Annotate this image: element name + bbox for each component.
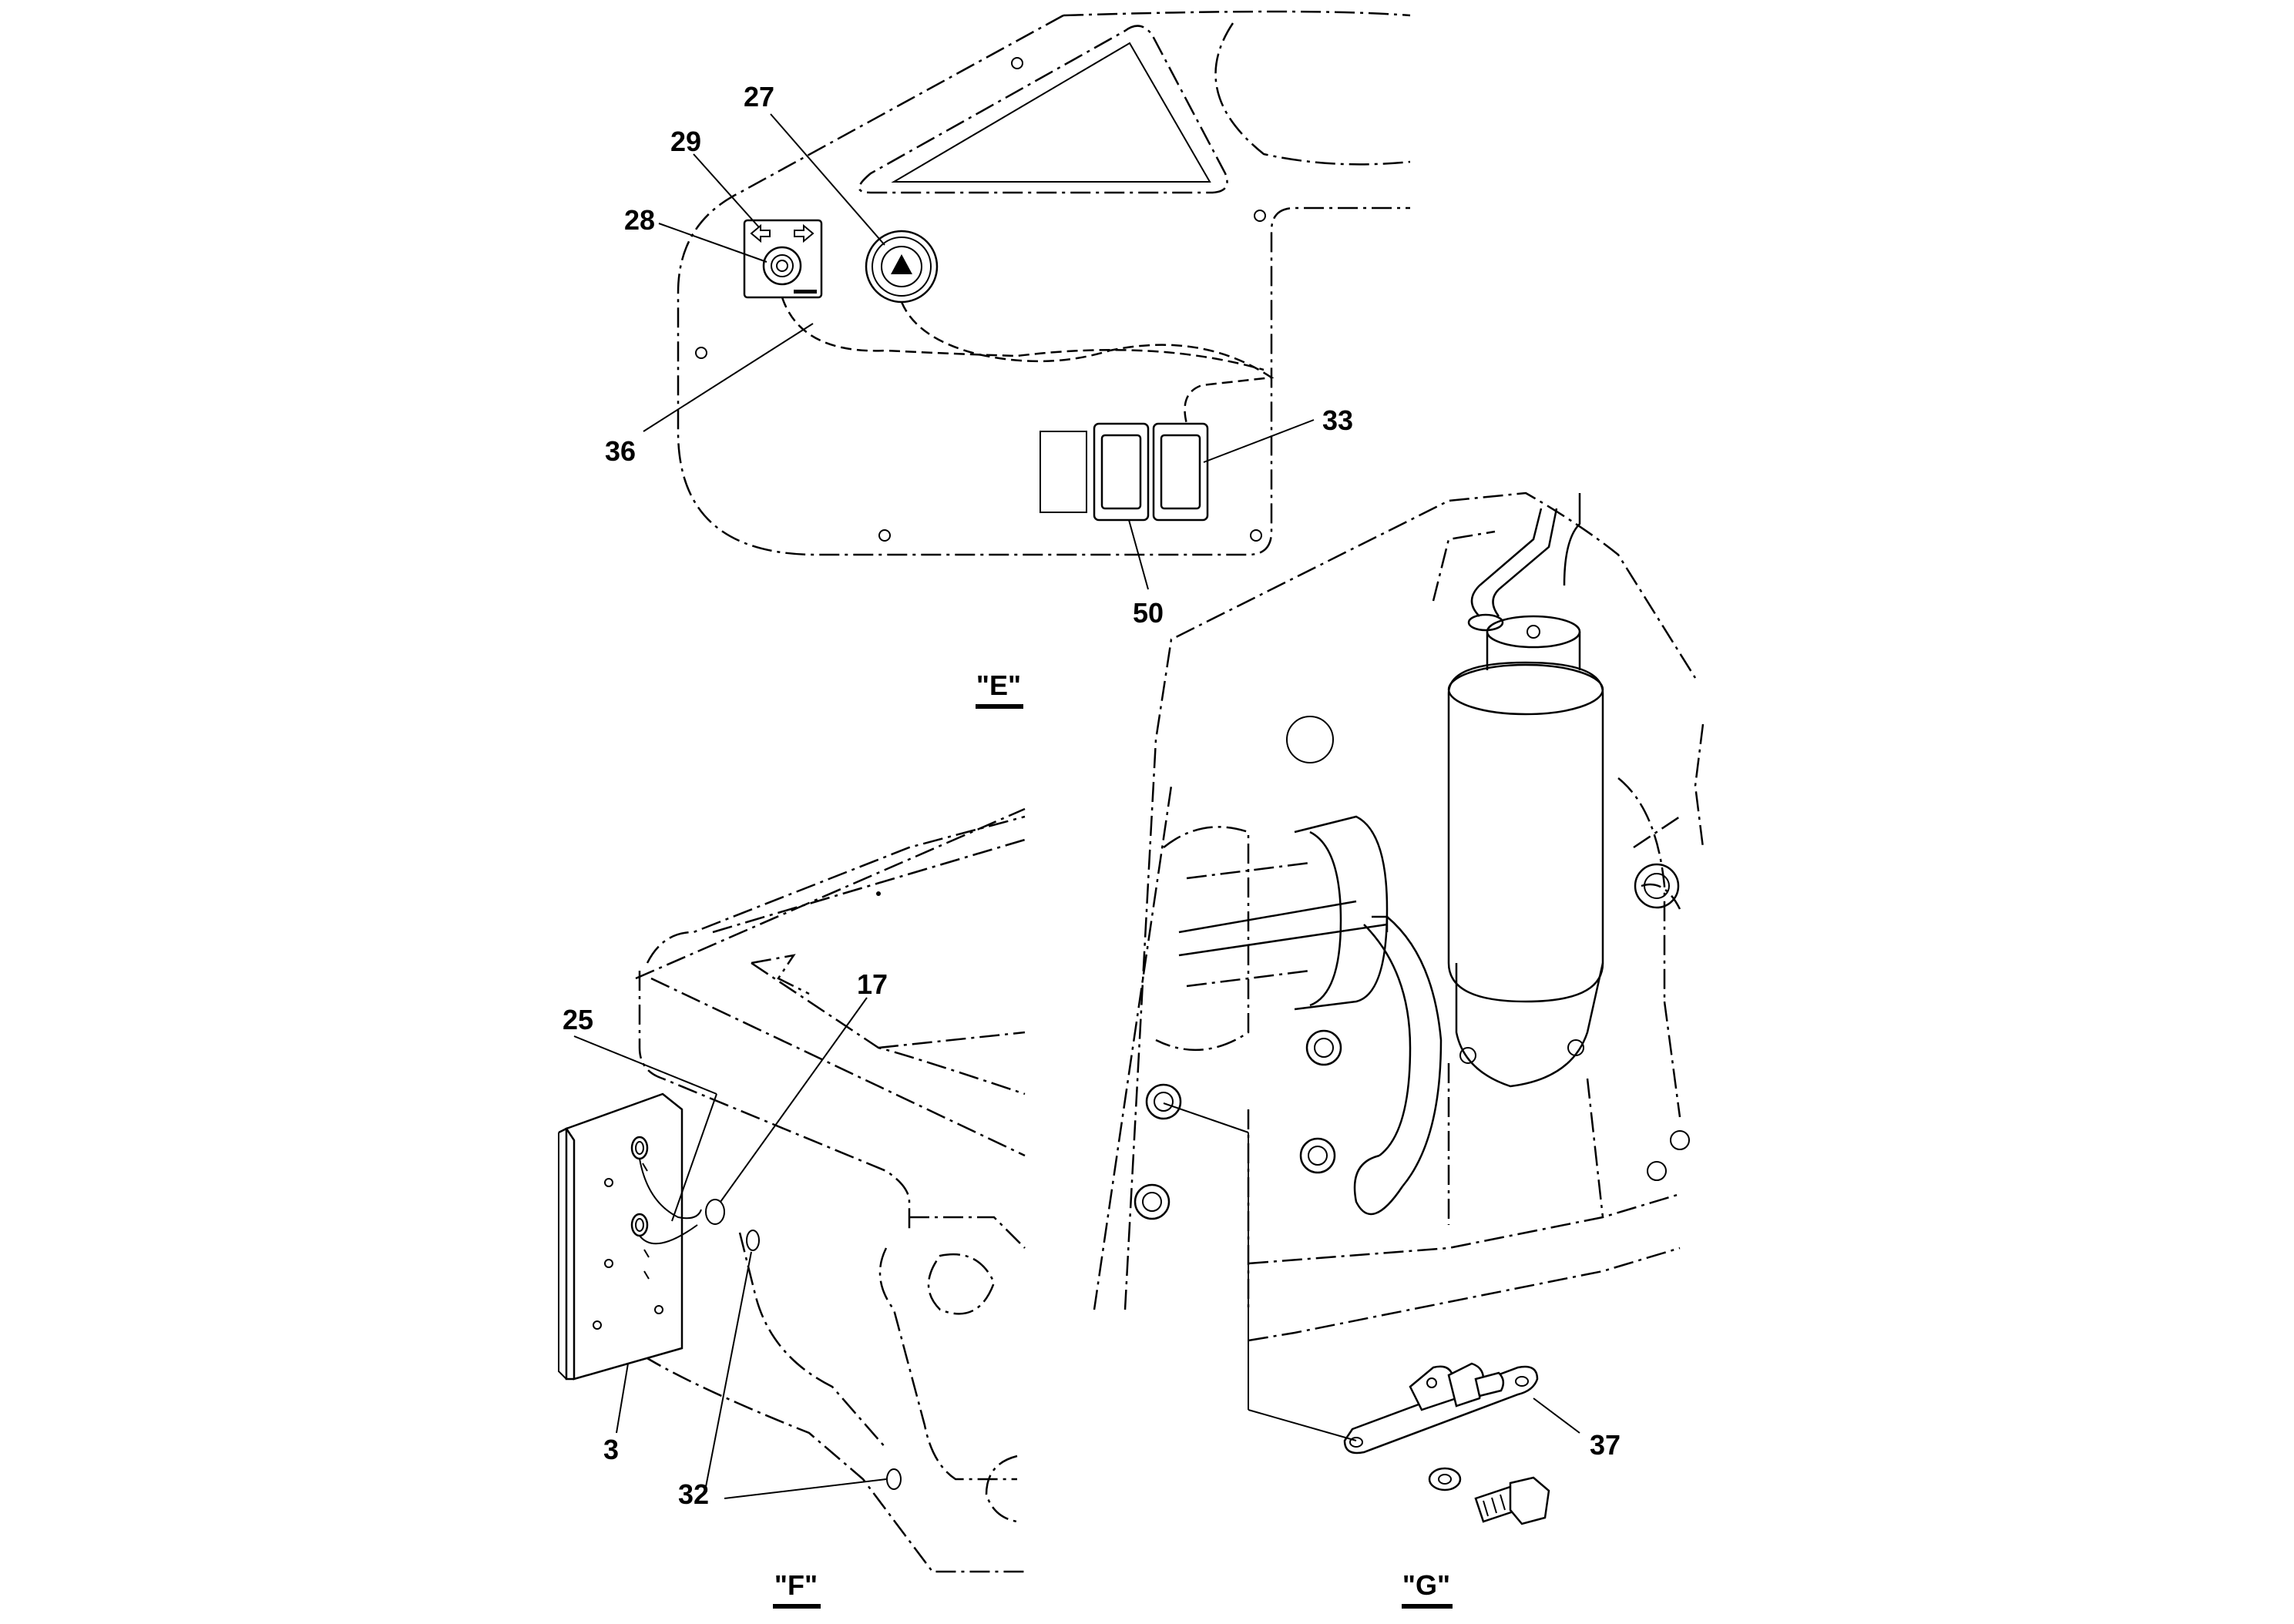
callout-27: 27 [744, 81, 774, 112]
callout-29: 29 [670, 126, 701, 157]
callout-50: 50 [1133, 597, 1164, 629]
view-g-engine [1093, 492, 1705, 1525]
view-e-leaders [643, 113, 1315, 590]
callout-25: 25 [563, 1004, 593, 1035]
callout-labels: 27 29 28 36 33 50 17 25 3 32 37 [563, 81, 1621, 1510]
callout-37: 37 [1590, 1429, 1621, 1461]
view-f-frame [558, 807, 1026, 1573]
callout-32: 32 [678, 1478, 709, 1510]
view-label-g: "G" [1402, 1569, 1450, 1601]
view-e-panel [677, 10, 1411, 556]
callout-28: 28 [624, 204, 655, 236]
view-label-f: "F" [774, 1569, 818, 1601]
callout-3: 3 [603, 1434, 619, 1465]
view-g-leaders [1163, 1102, 1580, 1441]
view-labels: "E" "F" "G" [773, 669, 1453, 1609]
view-f-leaders [573, 997, 887, 1499]
callout-33: 33 [1322, 404, 1353, 436]
callout-17: 17 [857, 968, 888, 1000]
callout-36: 36 [605, 435, 636, 467]
view-label-e: "E" [976, 669, 1021, 701]
